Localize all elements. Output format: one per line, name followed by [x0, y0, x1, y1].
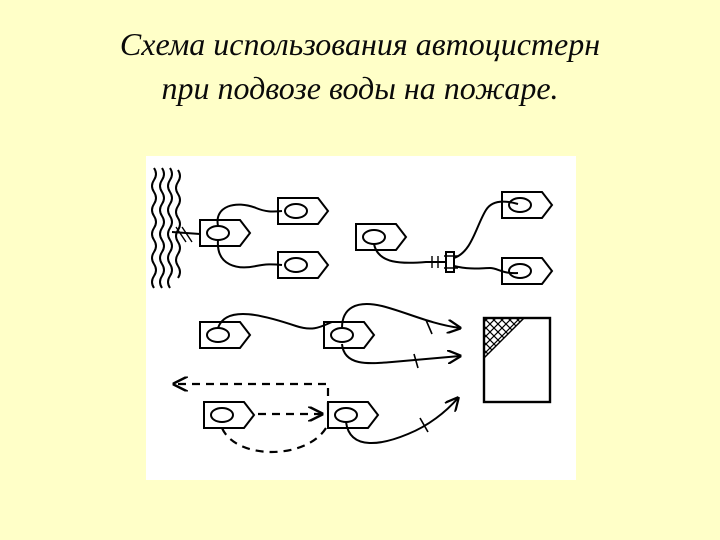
tanker-truck — [199, 191, 554, 429]
tanker-scheme-diagram — [146, 156, 576, 480]
slide-title: Схема использования автоцистерн при подв… — [0, 22, 720, 110]
dashed-return-route — [174, 384, 330, 454]
suction-hose — [171, 226, 201, 243]
hose-line — [216, 203, 283, 269]
branch-manifold — [373, 200, 519, 275]
hose-line — [345, 398, 458, 444]
diagram-svg — [151, 167, 554, 454]
title-line-2: при подвозе воды на пожаре. — [161, 70, 559, 106]
fire-building — [482, 316, 552, 404]
title-line-1: Схема использования автоцистерн — [119, 26, 601, 62]
water-source — [151, 167, 181, 289]
hose-line — [217, 303, 460, 369]
